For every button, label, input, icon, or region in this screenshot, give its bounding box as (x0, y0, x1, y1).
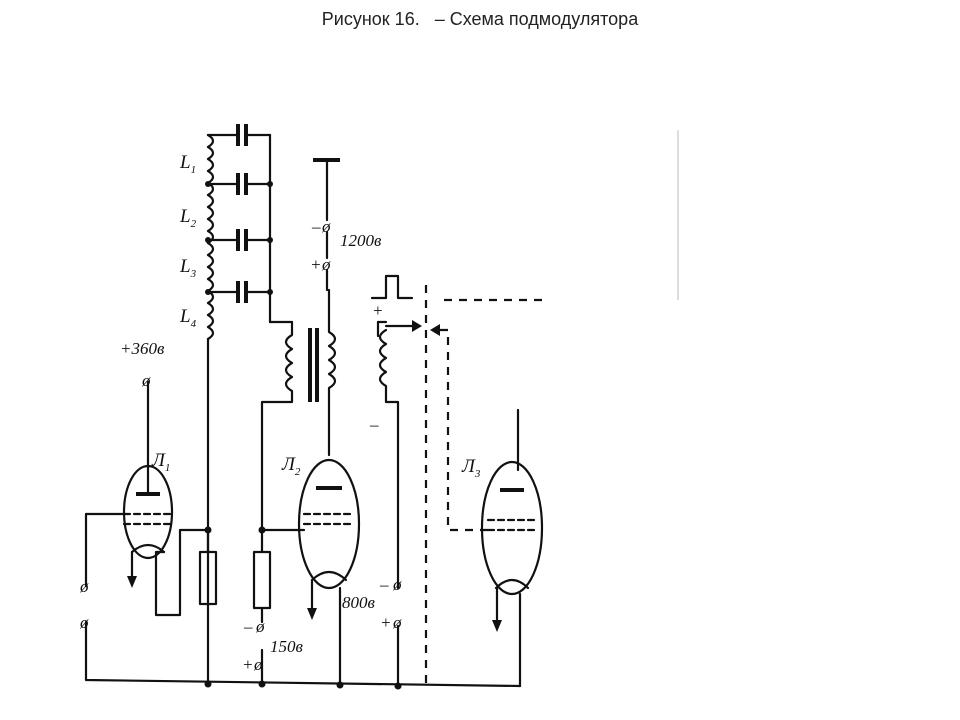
tube-labels: Л1 Л2 Л3 (151, 450, 481, 480)
terminal-360v: ø (141, 371, 151, 390)
feed-arrow-l3 (430, 324, 492, 532)
label-800v: 800в (342, 593, 376, 612)
ground-bus (84, 620, 522, 688)
plus-800v: + (380, 613, 391, 632)
terminal-left-a: ø (79, 577, 89, 596)
voltage-labels: +360в ø – ø 1200в + ø + – ø ø – ø 150в +… (79, 217, 402, 674)
terminal-800v-b: ø (392, 613, 402, 632)
label-tube-l3: Л3 (461, 456, 481, 480)
tube-l1 (84, 380, 210, 617)
tube-l3 (480, 408, 544, 688)
transformer-secondary (327, 288, 337, 457)
pulse-waveform-icon (370, 274, 414, 300)
minus-1200v: – (311, 217, 321, 236)
label-l4: L4 (179, 306, 197, 330)
transformer-primary (260, 320, 294, 532)
capacitor-row-3 (206, 229, 272, 251)
terminal-left-b: ø (79, 613, 89, 632)
label-tube-l1: Л1 (151, 450, 170, 474)
pulse-transformer (260, 288, 337, 532)
capacitor-row-1 (206, 124, 272, 146)
label-360v: +360в (120, 339, 165, 358)
plus-1200v: + (310, 255, 321, 274)
plus-150v: + (242, 655, 253, 674)
resistor-r1 (198, 528, 218, 606)
figure-caption: Рисунок 16. – Схема подмодулятора (321, 9, 639, 29)
terminal-150v-b: ø (253, 655, 263, 674)
capacitor-row-2 (206, 173, 272, 195)
terminal-1200v-a: ø (321, 217, 331, 236)
label-tube-l2: Л2 (281, 454, 301, 478)
inductor-chain (206, 133, 215, 341)
resistor-r2 (252, 528, 272, 688)
capacitor-row-4 (206, 281, 272, 303)
minus-800v: – (379, 575, 389, 594)
label-1200v: 1200в (340, 231, 382, 250)
output-coil (370, 274, 422, 590)
terminal-150v-a: ø (255, 617, 265, 636)
terminal-1200v-b: ø (321, 255, 331, 274)
terminal-800v-a: ø (392, 575, 402, 594)
plus-pulse: + (372, 301, 383, 320)
label-150v: 150в (270, 637, 304, 656)
pulse-forming-network (205, 124, 294, 687)
minus-150v: – (243, 617, 253, 636)
pfn-labels: L1 L2 L3 L4 (179, 152, 197, 330)
bias-source-1200v (313, 158, 340, 292)
minus-pulse: – (369, 415, 379, 434)
tube-l2 (260, 458, 361, 688)
label-l3: L3 (179, 256, 197, 280)
label-l2: L2 (179, 206, 197, 230)
label-l1: L1 (179, 152, 196, 176)
